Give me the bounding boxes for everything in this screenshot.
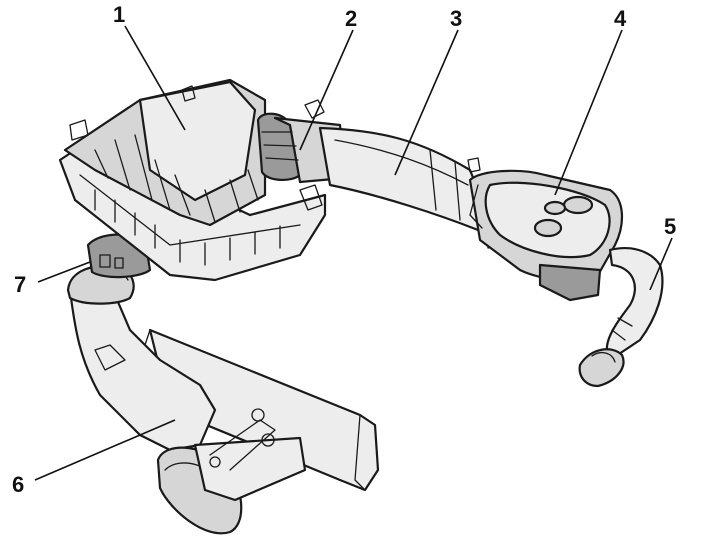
- callout-1: 1: [113, 2, 125, 27]
- callout-3: 3: [450, 6, 462, 31]
- leader-4: [554, 29, 623, 196]
- leader-7: [37, 261, 91, 283]
- callout-6: 6: [12, 472, 24, 497]
- callout-7: 7: [14, 272, 26, 297]
- part-4-resonator: [468, 169, 624, 302]
- callout-5: 5: [664, 214, 676, 239]
- leader-3: [394, 29, 459, 176]
- callout-4: 4: [614, 6, 627, 31]
- leader-lines: [34, 25, 673, 481]
- part-5-bent-pipe: [578, 247, 664, 388]
- leader-2: [299, 29, 354, 151]
- part-6-intake-duct: [68, 288, 380, 535]
- leader-6: [34, 419, 176, 481]
- callout-labels: 1 2 3 4 5 6 7: [12, 2, 676, 497]
- part-1-air-filter-housing: [58, 78, 327, 282]
- callout-2: 2: [345, 6, 357, 31]
- leader-1: [124, 25, 186, 131]
- leader-5: [649, 237, 673, 291]
